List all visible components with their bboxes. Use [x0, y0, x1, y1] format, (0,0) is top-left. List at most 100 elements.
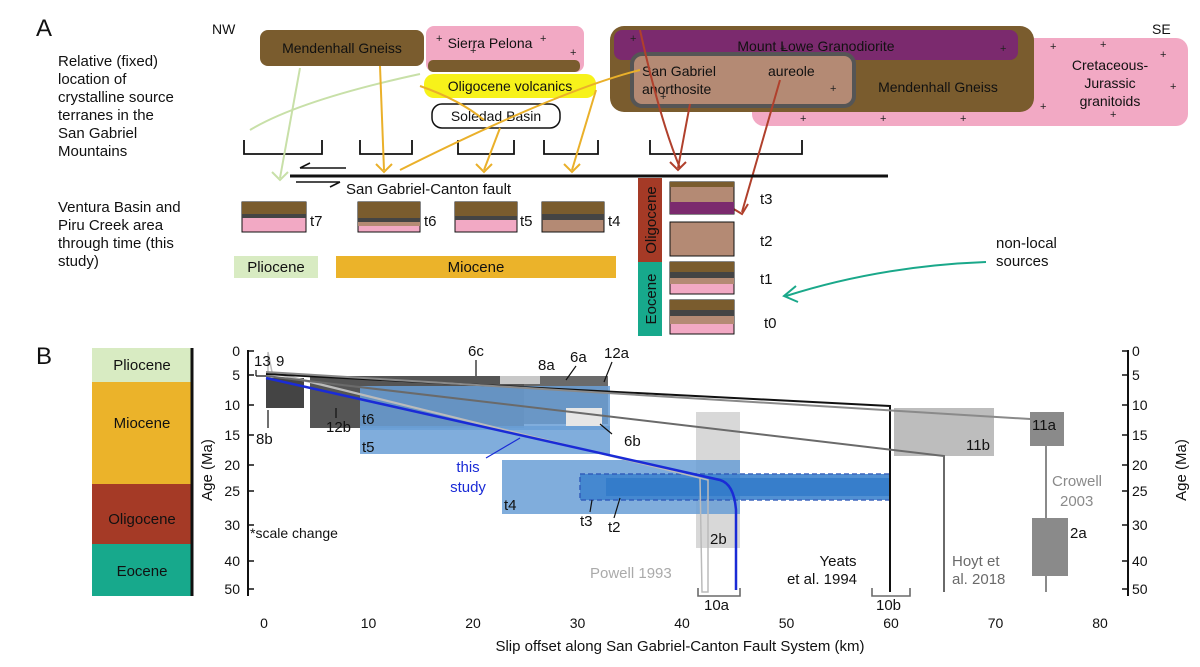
plus-mark: +: [1110, 109, 1116, 121]
strat-layer: [542, 214, 604, 220]
arrow-pliocene: [279, 67, 301, 179]
plus-mark: +: [1000, 43, 1006, 55]
epoch-label: Pliocene: [113, 357, 171, 374]
epoch-label: Miocene: [114, 415, 171, 432]
san-gabriel-anorthosite-terrane: [630, 52, 856, 108]
miocene-bar-label: Miocene: [448, 259, 505, 276]
plus-mark: +: [1170, 81, 1176, 93]
y-tick-left: 5: [232, 367, 240, 383]
arrow-miocene: [483, 127, 501, 171]
left-label-line: Piru Creek area: [58, 217, 164, 234]
y-tick-left: 50: [224, 581, 240, 597]
label-6b: 6b: [624, 433, 641, 450]
strat-layer: [455, 202, 517, 216]
epoch-label: Oligocene: [108, 511, 176, 528]
pointer-lines: [267, 360, 621, 519]
pointer-this-study: [485, 437, 521, 459]
pointer-12a: [603, 361, 613, 383]
this-study-label: this: [456, 459, 479, 476]
strat-layer: [670, 182, 734, 187]
strat-layer: [670, 310, 734, 316]
arrow-oligocene: [741, 79, 781, 213]
column-t6: [357, 201, 421, 233]
left-label-line: San Gabriel: [58, 125, 137, 142]
label-t3: t3: [580, 513, 593, 530]
oligocene-bar: [638, 178, 662, 262]
bracket-10a: [697, 588, 741, 597]
left-label-line: study): [58, 253, 99, 270]
arrow-oligocene: [677, 103, 691, 169]
source-brackets: [243, 140, 803, 155]
plus-mark: +: [660, 91, 666, 103]
arrowhead: [375, 163, 393, 174]
arrow-oligocene: [639, 29, 681, 169]
x-axis-label: Slip offset along San Gabriel-Canton Fau…: [495, 638, 864, 655]
cret-jur-label: Cretaceous-: [1072, 57, 1149, 73]
bracket-oligocene: [649, 140, 803, 155]
column-t0: [669, 299, 735, 335]
x-tick: 80: [1092, 615, 1108, 631]
crowell-label: Crowell: [1052, 473, 1102, 490]
y-axis-label-right: Age (Ma): [1173, 439, 1190, 501]
y-tick-left: 15: [224, 427, 240, 443]
label-10a: 10a: [704, 597, 730, 614]
left-label-line: through time (this: [58, 235, 174, 252]
x-tick: 60: [883, 615, 899, 631]
strat-layer: [358, 202, 420, 218]
epoch-miocene: [92, 382, 192, 484]
y-tick-right: 0: [1132, 343, 1140, 359]
mendenhall-gneiss-left-label: Mendenhall Gneiss: [282, 40, 402, 56]
y-tick-right: 15: [1132, 427, 1148, 443]
label-t6: t6: [362, 411, 375, 428]
pointer-6b: [599, 423, 613, 435]
eocene-bar: [638, 262, 662, 336]
pointer-t3: [589, 499, 593, 513]
t1-label: t1: [760, 271, 773, 288]
left-label-line: location of: [58, 71, 127, 88]
t2-label: t2: [760, 233, 773, 250]
non-local-label: sources: [996, 253, 1049, 270]
plus-mark: +: [1040, 101, 1046, 113]
y-tick-right: 5: [1132, 367, 1140, 383]
arrow-miocene: [419, 85, 485, 121]
box-2a: [1032, 518, 1068, 576]
label-11b: 11b: [966, 437, 990, 454]
label-8b: 8b: [256, 431, 273, 448]
plus-mark: +: [880, 113, 886, 125]
t5-label: t5: [520, 213, 533, 230]
plus-mark: +: [1160, 49, 1166, 61]
mount-lowe-label: Mount Lowe Granodiorite: [737, 38, 894, 54]
y-tick-left: 20: [224, 457, 240, 473]
bracket-t7: [243, 140, 323, 155]
plus-mark: +: [800, 113, 806, 125]
cret-jur-label: granitoids: [1080, 93, 1141, 109]
yeats-label: Yeats: [820, 553, 857, 570]
arrow-miocene: [399, 69, 641, 171]
y-axis-label-left: Age (Ma): [199, 439, 216, 501]
plus-mark: +: [830, 83, 836, 95]
t7-label: t7: [310, 213, 323, 230]
left-label-line: Mountains: [58, 143, 127, 160]
left-label-line: Ventura Basin and: [58, 199, 181, 216]
panel-b-letter: B: [36, 343, 52, 370]
plus-mark: +: [960, 113, 966, 125]
plus-mark: +: [436, 33, 442, 45]
left-label-line: Relative (fixed): [58, 53, 158, 70]
arrow-pliocene-2: [249, 73, 421, 131]
box-t5: [360, 426, 610, 454]
label-2b: 2b: [710, 531, 727, 548]
arrow-miocene: [379, 65, 385, 171]
y-ticks: 0 5 10 15 20 25 30 40 50: [224, 343, 240, 597]
epoch-oligocene: [92, 484, 192, 544]
y-tick-right: 25: [1132, 483, 1148, 499]
bracket-10b: [871, 588, 911, 597]
non-local-label: non-local: [996, 235, 1057, 252]
non-local-arrow: [785, 261, 987, 297]
arrowhead: [669, 161, 687, 172]
source-arrows: [249, 29, 781, 213]
sg-anorthosite-label: anorthosite: [642, 81, 711, 97]
column-t4: [541, 201, 605, 233]
strat-layer: [242, 214, 306, 218]
cret-jur-label: Jurassic: [1084, 75, 1135, 91]
